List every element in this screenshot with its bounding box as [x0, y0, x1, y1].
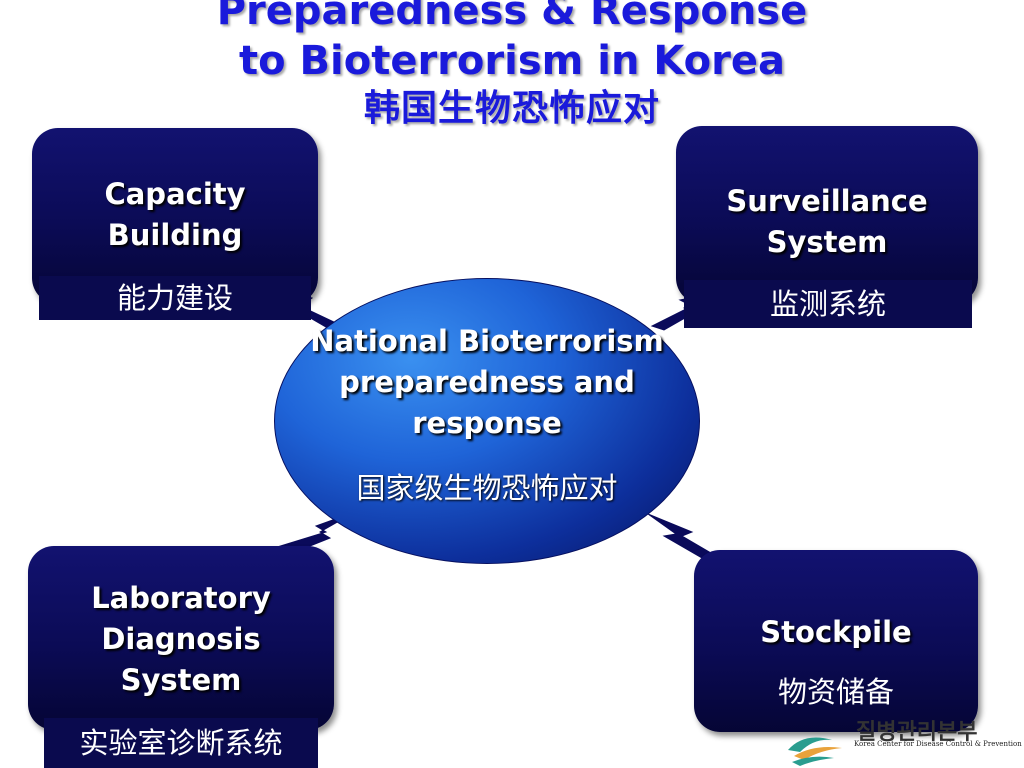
capacity-label-1: Capacity [104, 177, 246, 211]
kcdc-logo-icon [788, 737, 842, 766]
center-label-1: National Bioterrorism [310, 324, 664, 358]
laboratory-label-3: System [120, 663, 242, 697]
title-line-chinese: 韩国生物恐怖应对 [363, 88, 660, 129]
stockpile-label: Stockpile [760, 615, 912, 649]
laboratory-label-2: Diagnosis [101, 622, 261, 656]
center-chinese-label: 国家级生物恐怖应对 [356, 471, 618, 505]
surveillance-label-1: Surveillance [726, 184, 928, 218]
node-stockpile: Stockpile 物资储备 [694, 550, 978, 732]
title-line-2: to Bioterrorism in Korea [239, 38, 785, 84]
stockpile-chinese-label: 物资储备 [777, 675, 894, 709]
title-line-1: Preparedness & Response [216, 0, 808, 34]
kcdc-logo: 질병관리본부 Korea Center for Disease Control … [784, 712, 1024, 768]
center-node-national-bioterrorism: National Bioterrorism preparedness and r… [274, 278, 700, 564]
surveillance-chinese-label: 监测系统 [684, 280, 972, 328]
capacity-chinese-label: 能力建设 [39, 276, 311, 320]
logo-subtitle: Korea Center for Disease Control & Preve… [854, 740, 1022, 748]
center-label-3: response [412, 406, 562, 440]
slide-title: Preparedness & Response to Bioterrorism … [0, 0, 1024, 132]
logo-korean-text: 질병관리본부 [856, 720, 978, 745]
laboratory-label-1: Laboratory [91, 581, 271, 615]
node-laboratory-diagnosis-system: Laboratory Diagnosis System [28, 546, 334, 730]
lightning-bolt-icon [647, 513, 718, 559]
capacity-label-2: Building [107, 218, 243, 252]
node-capacity-building: Capacity Building [32, 128, 318, 304]
center-label-2: preparedness and [339, 365, 635, 399]
node-surveillance-system: Surveillance System [676, 126, 978, 304]
laboratory-chinese-label: 实验室诊断系统 [44, 718, 318, 768]
surveillance-label-2: System [766, 225, 888, 259]
